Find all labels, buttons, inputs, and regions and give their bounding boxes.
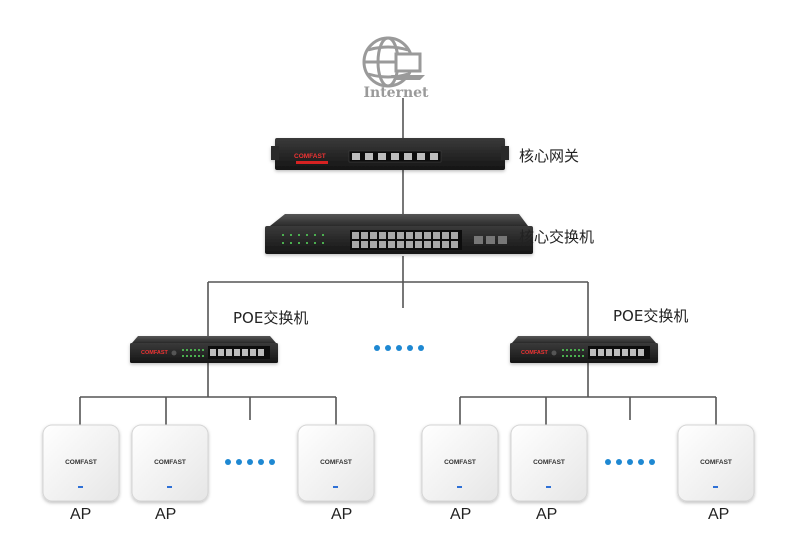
gateway-label: 核心网关 — [519, 147, 580, 165]
ap-device-4 — [421, 424, 499, 502]
ellipsis-dots-right — [605, 459, 655, 465]
ap-label-6: AP — [708, 506, 730, 523]
ap-label-4: AP — [450, 506, 472, 523]
ap-label-5: AP — [536, 506, 558, 523]
ap-device-1 — [42, 424, 120, 502]
ap-label-2: AP — [155, 506, 177, 523]
ap-brand-logo-4: COMFAST — [444, 459, 476, 466]
ap-label-3: AP — [331, 506, 353, 523]
ap-brand-logo-3: COMFAST — [320, 459, 352, 466]
poe-switch-right-device — [510, 336, 658, 363]
poe-left-label: POE交换机 — [233, 309, 309, 327]
poe-right-brand-logo: COMFAST — [521, 350, 549, 356]
ellipsis-dots-left — [225, 459, 275, 465]
ap-label-1: AP — [70, 506, 92, 523]
connection-lines — [79, 98, 717, 425]
poe-left-brand-logo: COMFAST — [141, 350, 169, 356]
ap-device-2 — [131, 424, 209, 502]
core-gateway-device — [271, 138, 509, 170]
ap-brand-logo-5: COMFAST — [533, 459, 565, 466]
poe-right-label: POE交换机 — [613, 307, 689, 325]
internet-icon: Internet — [362, 36, 429, 101]
ellipsis-dots-middle — [374, 345, 424, 351]
gateway-brand-logo: COMFAST — [294, 153, 326, 160]
poe-switch-left-device — [130, 336, 278, 363]
ap-device-5 — [510, 424, 588, 502]
internet-label: Internet — [363, 85, 429, 101]
ap-brand-logo-6: COMFAST — [700, 459, 732, 466]
ap-device-6 — [677, 424, 755, 502]
ap-brand-logo-1: COMFAST — [65, 459, 97, 466]
ap-brand-logo-2: COMFAST — [154, 459, 186, 466]
core-switch-label: 核心交换机 — [519, 228, 595, 246]
ap-device-3 — [297, 424, 375, 502]
core-switch-device — [265, 214, 533, 254]
